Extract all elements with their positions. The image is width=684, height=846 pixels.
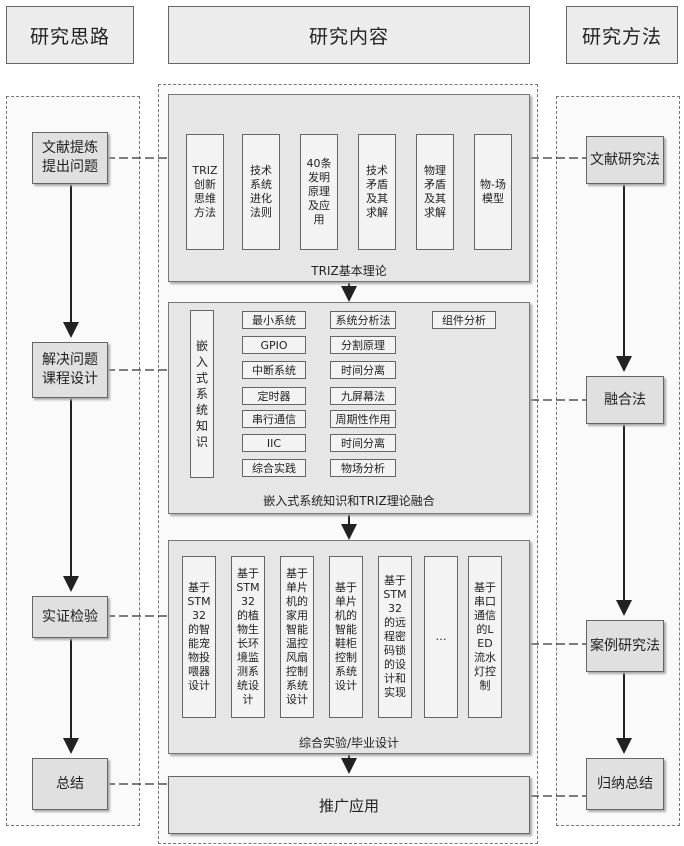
right-column — [556, 96, 680, 826]
design-item: 基于单片机的智能鞋柜控制系统设计 — [329, 556, 363, 718]
triz-panel — [168, 94, 530, 282]
triz-item: 技术系统进化法则 — [242, 134, 280, 250]
fusion-right-item: 时间分离 — [330, 361, 396, 379]
left-column — [6, 96, 140, 826]
fusion-left-item: 最小系统 — [242, 311, 306, 329]
header-research-content: 研究内容 — [168, 6, 530, 64]
triz-item: TRIZ创新思维方法 — [186, 134, 224, 250]
fusion-left-item: 定时器 — [242, 387, 306, 405]
fusion-panel — [168, 302, 530, 514]
fusion-left-item: IIC — [242, 434, 306, 452]
fusion-right-item: 九屏幕法 — [330, 387, 396, 405]
fusion-left-item: 中断系统 — [242, 361, 306, 379]
header-research-approach: 研究思路 — [6, 6, 134, 64]
fusion-left-item: 综合实践 — [242, 459, 306, 477]
triz-item: 技术矛盾及其求解 — [358, 134, 396, 250]
fusion-left-item: GPIO — [242, 336, 306, 354]
triz-item: 物-场模型 — [474, 134, 512, 250]
fusion-right-item: 时间分离 — [330, 434, 396, 452]
triz-title: TRIZ基本理论 — [311, 264, 387, 278]
fusion-right-item: 系统分析法 — [330, 311, 396, 329]
fusion-right-item: 分割原理 — [330, 336, 396, 354]
right-step-literature: 文献研究法 — [586, 136, 664, 184]
design-item: … — [424, 556, 458, 718]
fusion-title: 嵌入式系统知识和TRIZ理论融合 — [263, 494, 435, 508]
triz-item: 40条发明原理及应用 — [300, 134, 338, 250]
design-item: 基于STM32的智能宠物投喂器设计 — [182, 556, 216, 718]
design-item: 基于串口通信的LED流水灯控制 — [468, 556, 502, 718]
triz-item: 物理矛盾及其求解 — [416, 134, 454, 250]
embedded-knowledge-label: 嵌入式系统知识 — [190, 310, 214, 478]
fusion-right-item: 周期性作用 — [330, 410, 396, 428]
design-item: 基于STM32的植物生长环境监测系统设计 — [231, 556, 265, 718]
fusion-left-item: 串行通信 — [242, 410, 306, 428]
fusion-right-item: 物场分析 — [330, 459, 396, 477]
design-item: 基于单片机的家用智能温控风扇控制系统设计 — [280, 556, 314, 718]
left-step-verification: 实证检验 — [32, 596, 108, 638]
fusion-extra-item: 组件分析 — [432, 311, 496, 329]
right-step-case-study: 案例研究法 — [586, 620, 664, 672]
header-research-method: 研究方法 — [566, 6, 678, 64]
design-item: 基于STM32的远程密码锁的设计和实现 — [378, 556, 412, 718]
right-step-induction: 归纳总结 — [586, 758, 664, 810]
design-title: 综合实验/毕业设计 — [298, 736, 400, 750]
left-step-course-design: 解决问题 课程设计 — [32, 342, 108, 398]
left-step-problem: 文献提炼 提出问题 — [32, 132, 108, 184]
right-step-fusion: 融合法 — [586, 376, 664, 424]
left-step-summary: 总结 — [32, 758, 108, 810]
promotion-box: 推广应用 — [168, 776, 530, 834]
